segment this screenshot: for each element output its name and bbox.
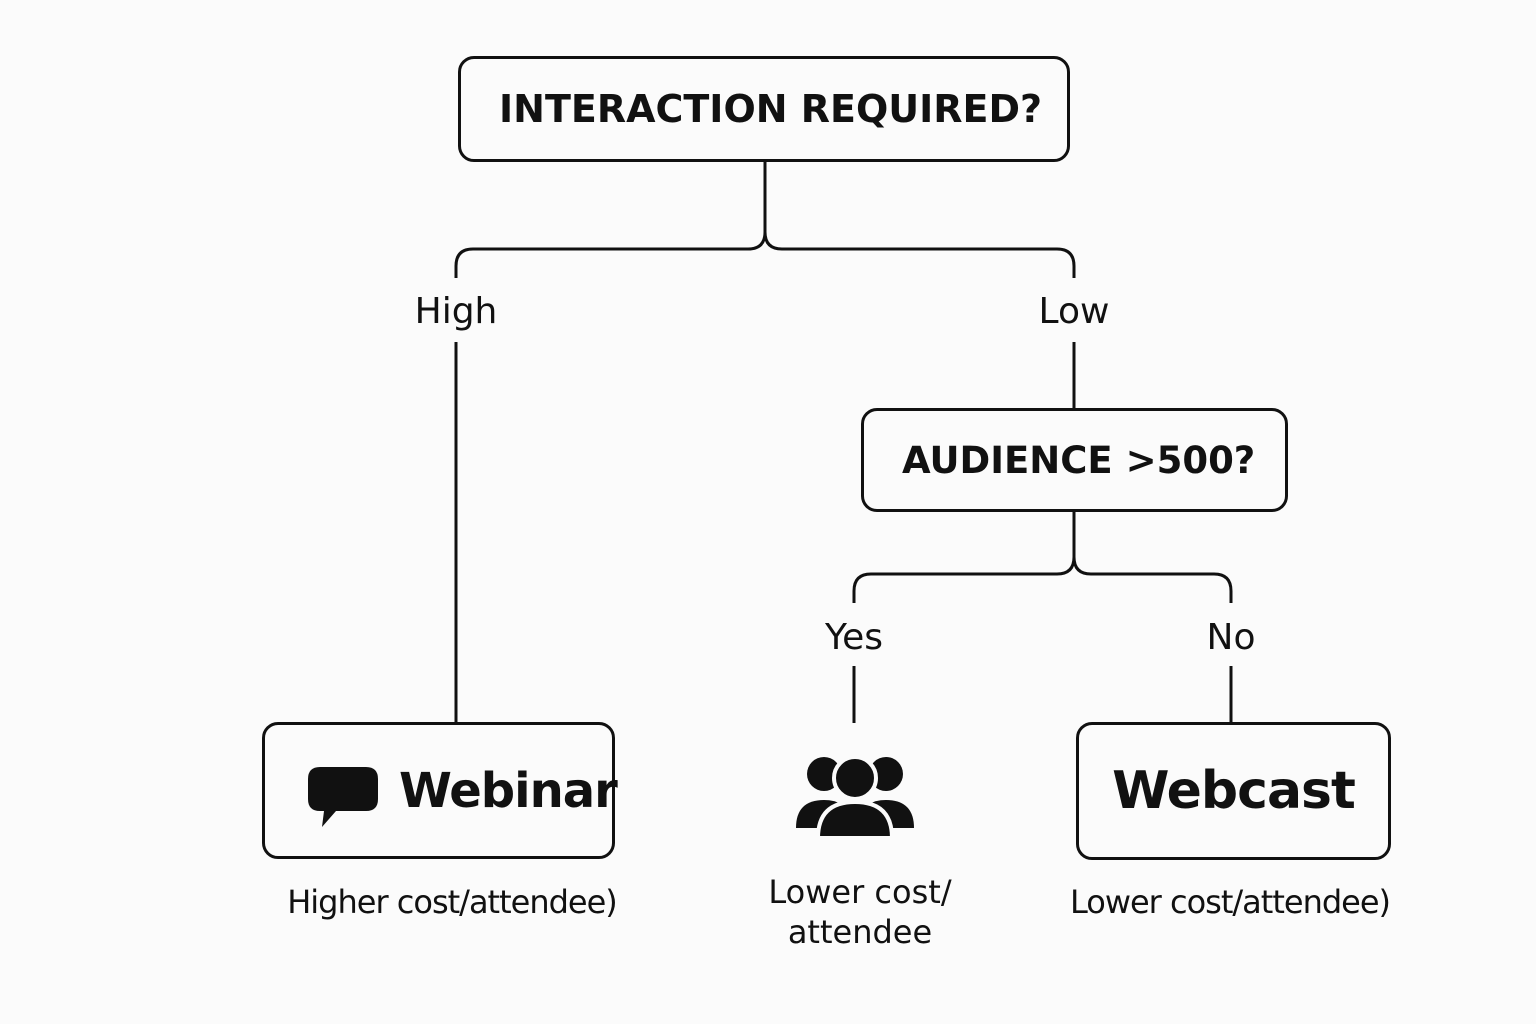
webcast-caption: Lower cost/attendee) — [1069, 883, 1391, 921]
connector-audience-right — [1072, 556, 1233, 603]
edge-label-no: No — [1206, 617, 1256, 658]
webcast-node: Webcast — [1076, 722, 1391, 860]
group-caption-line-2: attendee — [787, 913, 933, 951]
audience-label: AUDIENCE >500? — [902, 438, 1256, 482]
group-caption-line-1: Lower cost/ — [768, 873, 952, 911]
edge-label-high: High — [414, 291, 498, 332]
audience-node: AUDIENCE >500? — [861, 408, 1288, 512]
connector-audience — [852, 512, 1076, 603]
webinar-caption: Higher cost/attendee) — [287, 883, 618, 921]
webinar-label: Webinar — [399, 763, 618, 819]
connector-root — [454, 162, 767, 278]
webcast-label: Webcast — [1112, 761, 1356, 821]
speech-bubble-icon — [306, 765, 380, 829]
connector-root-right — [763, 231, 1076, 278]
edge-label-yes: Yes — [824, 617, 884, 658]
webinar-node: Webinar — [262, 722, 618, 859]
edge-label-low: Low — [1038, 291, 1110, 332]
interaction-required-label: INTERACTION REQUIRED? — [499, 87, 1043, 131]
interaction-required-node: INTERACTION REQUIRED? — [458, 56, 1070, 162]
people-group-icon — [796, 752, 914, 840]
group-caption: Lower cost/ attendee — [750, 872, 970, 952]
